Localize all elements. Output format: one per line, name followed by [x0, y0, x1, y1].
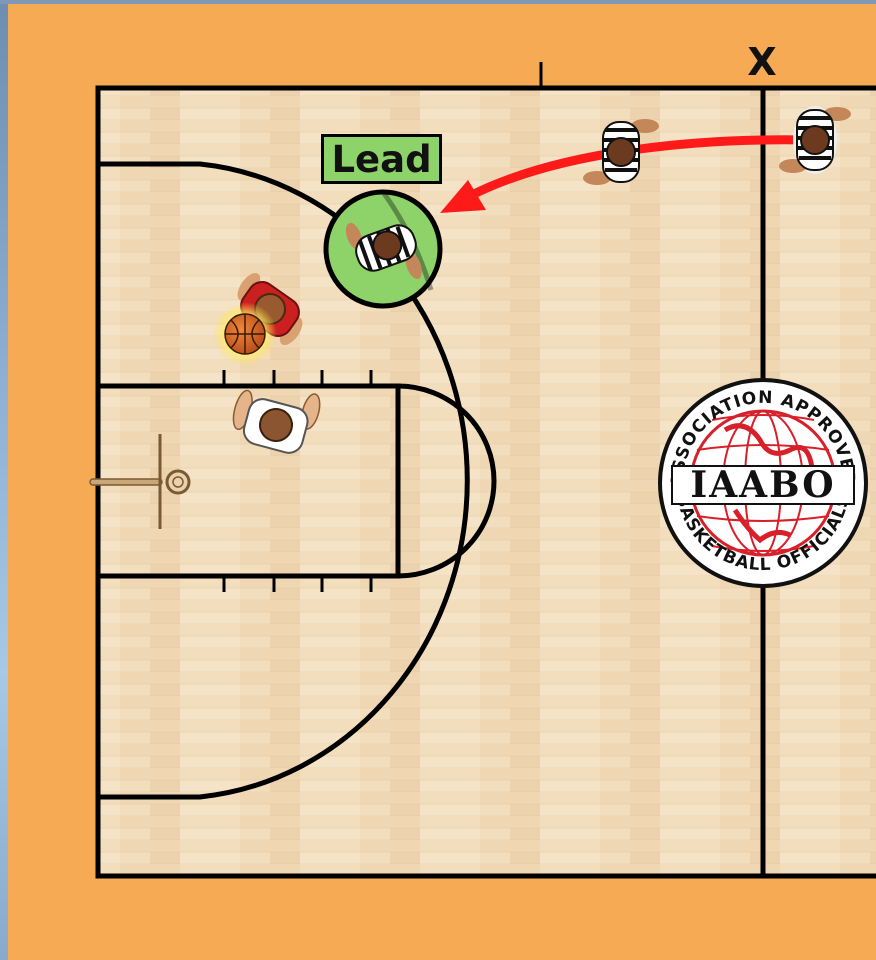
iaabo-logo: ASSOCIATION APPROVED BASKETBALL OFFICIAL… — [660, 380, 866, 586]
lead-label: Lead — [321, 134, 442, 184]
center-x-mark: X — [742, 40, 782, 84]
logo-main-text: IAABO — [690, 464, 835, 506]
